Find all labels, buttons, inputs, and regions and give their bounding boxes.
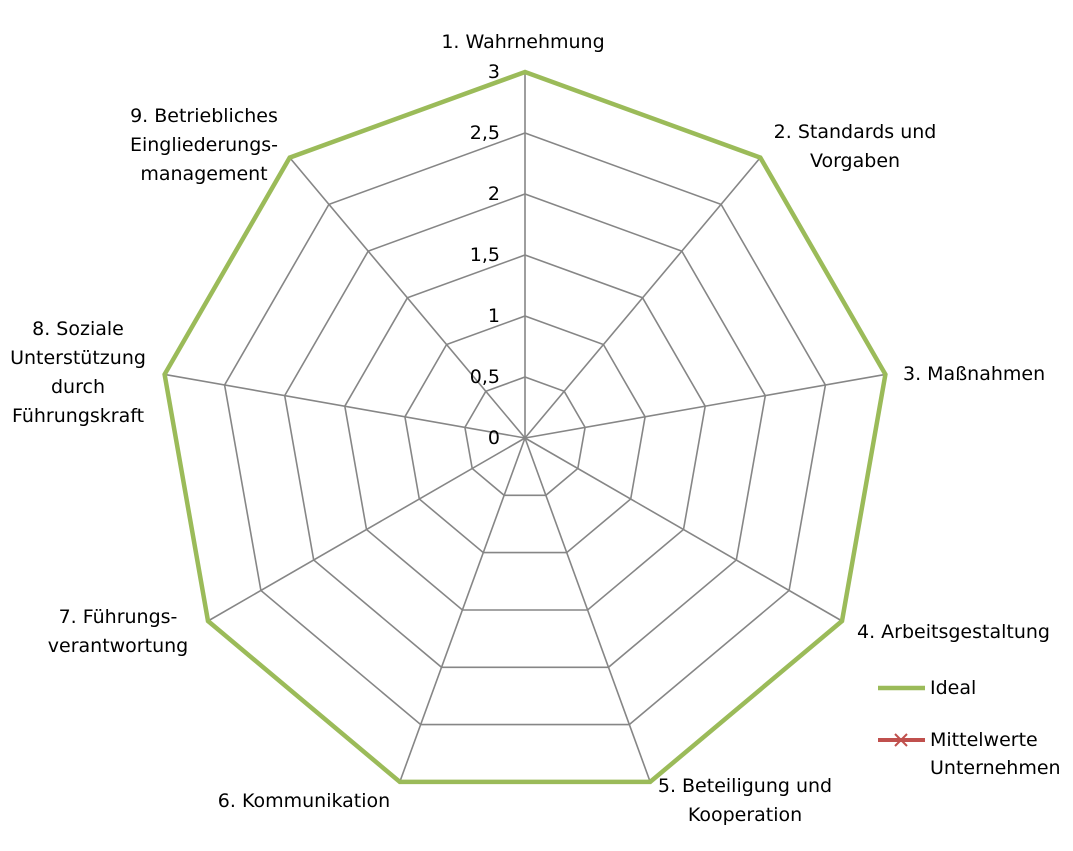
tick-label: 1 xyxy=(488,305,500,327)
category-label: 6. Kommunikation xyxy=(218,790,390,812)
tick-label: 0 xyxy=(488,427,500,449)
radar-grid-ring xyxy=(464,376,586,497)
category-label: 7. Führungs-verantwortung xyxy=(48,606,188,657)
legend-marker-x-icon xyxy=(894,733,908,747)
tick-label: 1,5 xyxy=(470,244,500,266)
series-line xyxy=(162,69,888,785)
radial-tick-labels: 0 0,5 1 1,5 2 2,5 3 xyxy=(470,61,500,449)
tick-label: 0,5 xyxy=(470,366,500,388)
radar-grid-ring xyxy=(223,132,827,726)
tick-label: 2,5 xyxy=(470,122,500,144)
legend-label: Ideal xyxy=(930,677,976,699)
category-label: 4. Arbeitsgestaltung xyxy=(857,621,1050,643)
radar-grid-ring xyxy=(283,193,767,669)
category-label: 1. Wahrnehmung xyxy=(441,31,604,53)
radar-grid-ring xyxy=(404,315,646,554)
tick-label: 3 xyxy=(488,61,500,83)
tick-label: 2 xyxy=(488,183,500,205)
radar-series xyxy=(162,69,888,785)
radar-grid-ring xyxy=(343,254,707,611)
category-label: 3. Maßnahmen xyxy=(903,363,1045,385)
